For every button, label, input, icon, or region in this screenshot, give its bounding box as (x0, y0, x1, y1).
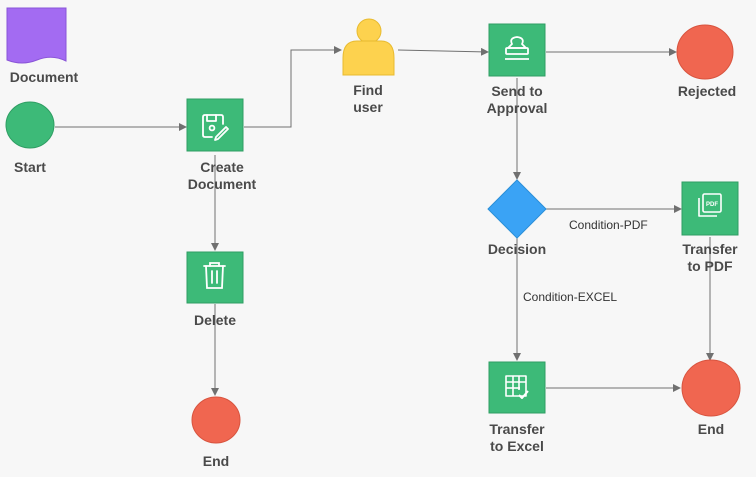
stamp-icon (505, 36, 529, 60)
trash-icon (203, 262, 226, 289)
edge-finduser-send[interactable] (397, 47, 489, 56)
start-label: Start (14, 159, 46, 175)
decision-label: Decision (487, 241, 547, 257)
edges (55, 46, 714, 396)
send-to-approval-node[interactable] (488, 23, 546, 77)
document-label: Document (9, 69, 79, 85)
document-shape[interactable] (6, 7, 67, 64)
create-document-node[interactable] (186, 98, 244, 152)
transfer-pdf-node[interactable]: PDF (681, 181, 739, 236)
end-right-node[interactable] (681, 359, 741, 417)
rejected-label: Rejected (677, 83, 737, 99)
delete-label: Delete (193, 312, 237, 328)
condition-excel-label: Condition-EXCEL (523, 290, 618, 304)
svg-text:PDF: PDF (706, 202, 718, 208)
find-user-node[interactable] (342, 18, 395, 76)
spreadsheet-icon (505, 375, 529, 399)
end-left-label: End (202, 453, 230, 469)
delete-node[interactable] (186, 251, 244, 304)
transfer-excel-node[interactable] (488, 361, 546, 414)
transfer-pdf-label: Transfer to PDF (682, 241, 738, 274)
end-right-label: End (697, 421, 725, 437)
send-to-approval-label: Send to Approval (486, 83, 548, 116)
transfer-excel-label: Transfer to Excel (489, 421, 545, 454)
start-node[interactable] (5, 101, 55, 149)
find-user-label: Find user (353, 82, 383, 115)
decision-node[interactable] (487, 179, 547, 239)
condition-pdf-label: Condition-PDF (569, 218, 648, 232)
end-left-node[interactable] (191, 396, 241, 444)
pdf-icon: PDF (698, 193, 722, 217)
create-document-label: Create Document (187, 159, 257, 192)
edit-document-icon (202, 114, 229, 141)
rejected-node[interactable] (676, 24, 734, 80)
edge-create-finduser[interactable] (244, 46, 342, 128)
